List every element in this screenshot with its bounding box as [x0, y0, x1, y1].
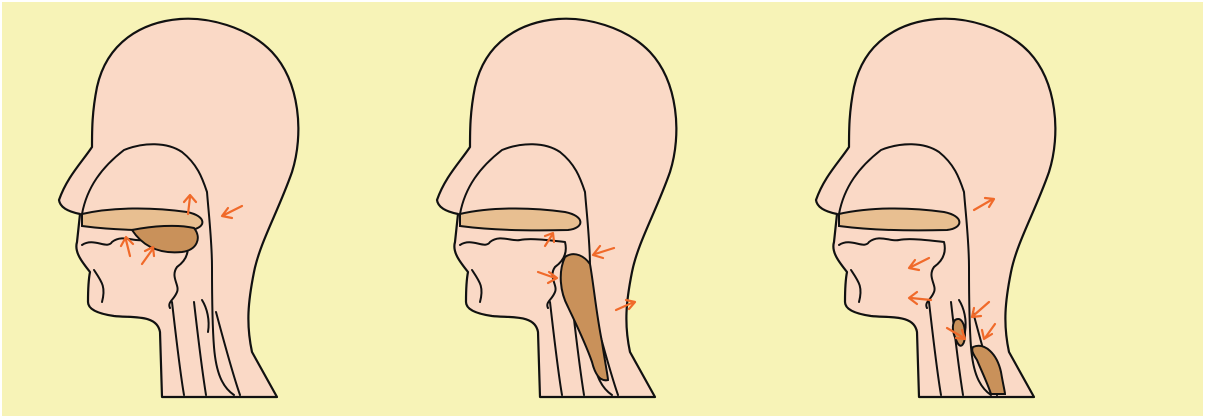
head-profile-3 — [816, 19, 1055, 397]
hard-palate-2 — [460, 208, 580, 230]
head-profile-2 — [437, 19, 676, 397]
head-profile-1 — [59, 19, 298, 397]
hard-palate-3 — [839, 208, 959, 230]
